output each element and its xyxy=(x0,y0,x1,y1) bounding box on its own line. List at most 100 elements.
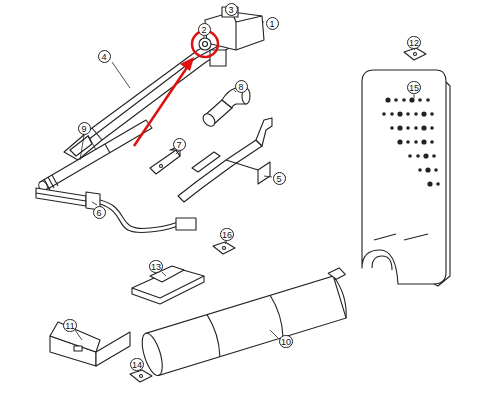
panel-holes xyxy=(390,112,394,116)
panel-holes xyxy=(382,97,440,186)
callout-number: 2 xyxy=(198,23,211,36)
support-bracket xyxy=(132,266,204,304)
panel-holes xyxy=(421,111,426,116)
leader-line xyxy=(262,22,264,23)
callout-number: 3 xyxy=(225,3,238,16)
panel-holes xyxy=(416,154,420,158)
panel-holes xyxy=(394,98,398,102)
gas-tube xyxy=(48,177,54,188)
cylinder xyxy=(270,294,286,337)
cylinder xyxy=(136,267,357,378)
clip xyxy=(130,370,152,382)
clip xyxy=(404,48,426,60)
highlight-marker xyxy=(134,31,218,146)
leader-line xyxy=(162,272,166,276)
cylinder xyxy=(146,276,346,375)
panel-holes xyxy=(436,182,440,186)
leader-line xyxy=(75,12,415,372)
callout-number: 13 xyxy=(149,260,163,273)
gas-tube xyxy=(105,144,110,153)
illustration xyxy=(36,7,450,382)
valve-body xyxy=(199,38,211,50)
leader-line xyxy=(112,62,130,88)
clip xyxy=(130,48,426,382)
panel-holes xyxy=(430,126,434,130)
clip xyxy=(414,53,417,56)
end-bracket xyxy=(74,346,82,351)
leader-line xyxy=(414,94,415,98)
leader-line xyxy=(176,151,179,154)
elbow-fitting xyxy=(201,111,218,128)
panel-holes xyxy=(397,139,402,144)
panel-holes xyxy=(382,112,386,116)
panel-holes xyxy=(408,154,412,158)
panel-holes xyxy=(423,153,428,158)
heat-shield-panel xyxy=(372,256,392,270)
clip xyxy=(140,375,143,378)
panel-holes xyxy=(414,140,418,144)
igniter xyxy=(36,188,196,232)
callout-number: 1 xyxy=(266,17,279,30)
gas-tube xyxy=(40,120,152,190)
callout-number: 15 xyxy=(407,81,421,94)
callout-number: 11 xyxy=(63,319,76,332)
clip xyxy=(213,242,235,254)
panel-holes xyxy=(414,126,418,130)
end-bracket xyxy=(96,332,130,366)
callout-number: 7 xyxy=(173,138,186,151)
mounting-bracket xyxy=(258,162,270,184)
leader-line xyxy=(88,135,96,150)
callout-number: 4 xyxy=(98,50,111,63)
panel-holes xyxy=(430,140,434,144)
panel-holes xyxy=(427,181,432,186)
elbow-fitting xyxy=(201,88,250,129)
panel-holes xyxy=(409,97,414,102)
support-bracket xyxy=(132,276,204,304)
leader-line xyxy=(270,330,278,338)
burner-rail xyxy=(80,44,222,146)
leader-line xyxy=(75,330,82,340)
heat-shield-panel xyxy=(404,234,428,240)
panel-holes xyxy=(430,112,434,116)
panel-holes xyxy=(414,112,418,116)
panel-holes xyxy=(432,154,436,158)
valve-body xyxy=(210,50,226,66)
panel-holes xyxy=(397,111,402,116)
mounting-bracket xyxy=(256,118,272,146)
panel-holes xyxy=(418,98,422,102)
callout-number: 16 xyxy=(220,228,234,241)
highlight-marker xyxy=(180,57,194,71)
igniter xyxy=(100,200,178,228)
panel-holes xyxy=(406,112,410,116)
panel-holes xyxy=(426,98,430,102)
cylinder xyxy=(138,331,166,378)
gas-tube xyxy=(44,179,50,190)
cylinder xyxy=(136,267,357,378)
callout-number: 9 xyxy=(78,122,91,135)
panel-holes xyxy=(397,125,402,130)
panel-holes xyxy=(385,97,390,102)
heat-shield-panel xyxy=(362,70,450,286)
igniter xyxy=(36,188,86,206)
heat-shield-panel xyxy=(362,70,446,284)
panel-holes xyxy=(421,125,426,130)
panel-holes xyxy=(406,140,410,144)
panel-holes xyxy=(418,168,422,172)
small-bracket xyxy=(160,165,163,168)
callout-number: 8 xyxy=(235,80,248,93)
callout-number: 12 xyxy=(407,36,421,49)
gas-tube xyxy=(52,175,58,186)
igniter xyxy=(176,218,196,230)
gas-tube xyxy=(37,120,152,192)
cylinder xyxy=(328,267,346,281)
callout-number: 5 xyxy=(273,172,286,185)
panel-holes xyxy=(390,126,394,130)
igniter xyxy=(36,193,86,201)
heat-shield-panel xyxy=(434,82,450,286)
panel-holes xyxy=(434,168,438,172)
mounting-bracket xyxy=(178,140,262,202)
small-bracket xyxy=(150,150,180,174)
leader-line xyxy=(264,176,272,177)
